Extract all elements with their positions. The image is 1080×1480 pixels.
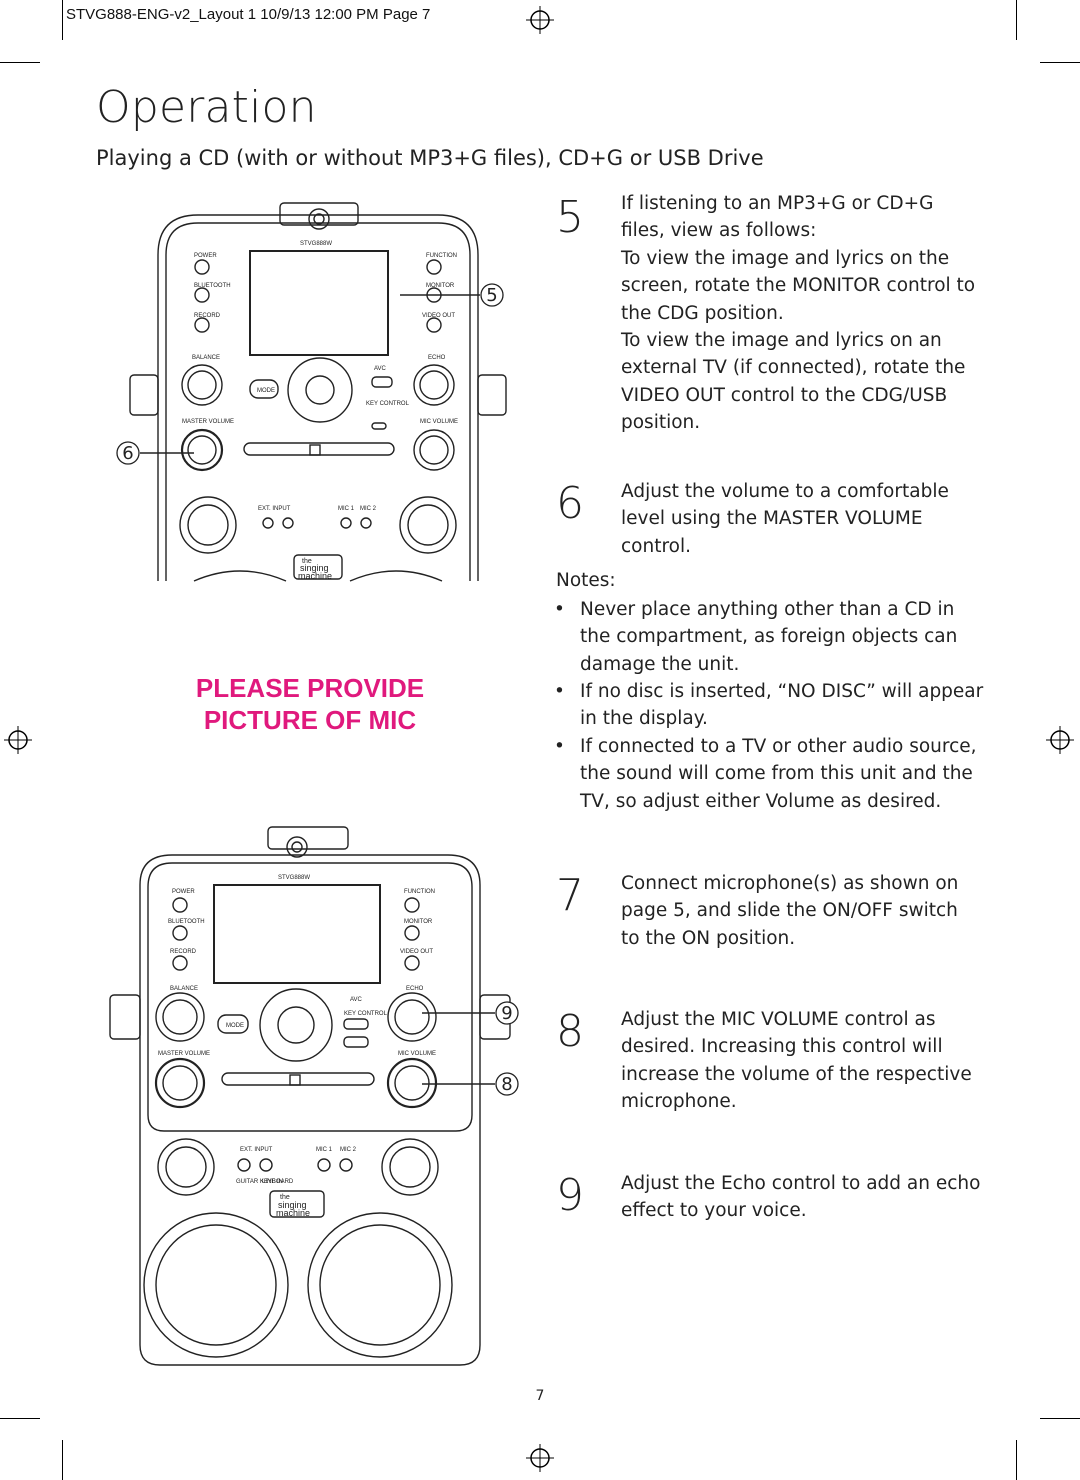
svg-text:VIDEO OUT: VIDEO OUT [422, 313, 455, 319]
karaoke-machine-illustration-bottom: STVG888W POWER BLUETOOTH RECORD FUNCTION… [109, 826, 519, 1366]
page-number: 7 [535, 1388, 545, 1404]
notes-heading: Notes: [556, 570, 616, 591]
svg-text:KEY CONTROL: KEY CONTROL [366, 401, 410, 407]
svg-text:8: 8 [501, 1074, 512, 1095]
note-item: • Never place anything other than a CD i… [554, 596, 1000, 678]
svg-text:9: 9 [501, 1003, 512, 1024]
svg-text:MIC 1: MIC 1 [338, 506, 355, 512]
registration-target-icon [4, 726, 32, 754]
svg-text:RECORD: RECORD [170, 949, 197, 955]
svg-text:MONITOR: MONITOR [426, 283, 455, 289]
callout-9: 9 [495, 1001, 519, 1025]
step-number: 9 [556, 1170, 584, 1221]
bullet-icon: • [554, 736, 565, 757]
svg-text:BALANCE: BALANCE [192, 355, 220, 361]
section-subtitle: Playing a CD (with or without MP3+G file… [96, 146, 764, 170]
step-5-text: If listening to an MP3+G or CD+G files, … [621, 193, 976, 434]
svg-text:FUNCTION: FUNCTION [426, 253, 457, 259]
svg-text:ECHO: ECHO [428, 355, 446, 361]
step-number: 5 [556, 192, 584, 243]
svg-text:MODE: MODE [257, 388, 275, 394]
svg-text:machine: machine [298, 571, 332, 581]
karaoke-machine-illustration-top: STVG888W POWER BLUETOOTH RECORD FUNCTION… [116, 202, 507, 582]
svg-text:POWER: POWER [172, 889, 195, 895]
step-number: 8 [556, 1006, 584, 1057]
svg-text:VIDEO OUT: VIDEO OUT [400, 949, 433, 955]
crop-mark [1016, 1440, 1017, 1480]
crop-mark [1040, 1418, 1080, 1419]
crop-mark [1040, 62, 1080, 63]
crop-mark [0, 62, 40, 63]
crop-mark [0, 1418, 40, 1419]
svg-text:ECHO: ECHO [406, 986, 424, 992]
svg-text:MIC 2: MIC 2 [340, 1147, 357, 1153]
svg-text:5: 5 [486, 285, 497, 306]
model-label: STVG888W [278, 875, 310, 881]
step-8-text: Adjust the MIC VOLUME control as desired… [621, 1009, 972, 1113]
step-number: 7 [556, 870, 584, 921]
step-9-text: Adjust the Echo control to add an echo e… [621, 1173, 981, 1222]
svg-text:LINE IN: LINE IN [262, 1179, 283, 1185]
svg-text:AVC: AVC [350, 997, 363, 1003]
note-item: • If no disc is inserted, “NO DISC” will… [554, 678, 1000, 733]
svg-text:MONITOR: MONITOR [404, 919, 433, 925]
bullet-icon: • [554, 681, 565, 702]
svg-text:the: the [280, 1194, 290, 1201]
print-slug: STVG888-ENG-v2_Layout 1 10/9/13 12:00 PM… [66, 6, 431, 23]
svg-text:MIC 2: MIC 2 [360, 506, 377, 512]
svg-text:6: 6 [122, 443, 133, 464]
svg-text:MIC 1: MIC 1 [316, 1147, 333, 1153]
svg-text:singing: singing [300, 563, 329, 573]
svg-text:BALANCE: BALANCE [170, 986, 198, 992]
svg-text:EXT. INPUT: EXT. INPUT [240, 1147, 273, 1153]
callout-6: 6 [116, 441, 140, 465]
svg-text:GUITAR KEYBOARD: GUITAR KEYBOARD [236, 1179, 294, 1185]
svg-text:MASTER VOLUME: MASTER VOLUME [182, 419, 234, 425]
svg-text:KEY CONTROL: KEY CONTROL [344, 1011, 388, 1017]
page-title: Operation [96, 82, 317, 133]
callout-5: 5 [480, 283, 504, 307]
step-6-text: Adjust the volume to a comfortable level… [621, 481, 949, 557]
svg-text:MIC VOLUME: MIC VOLUME [420, 419, 458, 425]
svg-text:MODE: MODE [226, 1023, 244, 1029]
model-label: STVG888W [300, 241, 332, 247]
svg-text:the: the [302, 558, 312, 565]
placeholder-line-2: PICTURE OF MIC [203, 705, 417, 735]
mic-picture-placeholder: PLEASE PROVIDE PICTURE OF MIC [150, 672, 470, 736]
crop-mark [1016, 0, 1017, 40]
step-7-text: Connect microphone(s) as shown on page 5… [621, 873, 959, 949]
svg-text:machine: machine [276, 1208, 310, 1218]
callout-8: 8 [495, 1072, 519, 1096]
svg-text:BLUETOOTH: BLUETOOTH [168, 919, 205, 925]
svg-text:singing: singing [278, 1200, 307, 1210]
svg-text:POWER: POWER [194, 253, 217, 259]
svg-text:RECORD: RECORD [194, 313, 221, 319]
note-item: • If connected to a TV or other audio so… [554, 733, 1000, 815]
registration-target-icon [526, 1444, 554, 1472]
svg-text:MIC VOLUME: MIC VOLUME [398, 1051, 436, 1057]
svg-text:BLUETOOTH: BLUETOOTH [194, 283, 231, 289]
step-number: 6 [556, 478, 584, 529]
svg-text:AVC: AVC [374, 366, 387, 372]
svg-text:EXT. INPUT: EXT. INPUT [258, 506, 291, 512]
placeholder-line-1: PLEASE PROVIDE [195, 673, 425, 703]
svg-text:FUNCTION: FUNCTION [404, 889, 435, 895]
crop-mark [62, 1440, 63, 1480]
crop-mark [62, 0, 63, 40]
registration-target-icon [526, 6, 554, 34]
svg-text:MASTER VOLUME: MASTER VOLUME [158, 1051, 210, 1057]
bullet-icon: • [554, 599, 565, 620]
registration-target-icon [1046, 726, 1074, 754]
